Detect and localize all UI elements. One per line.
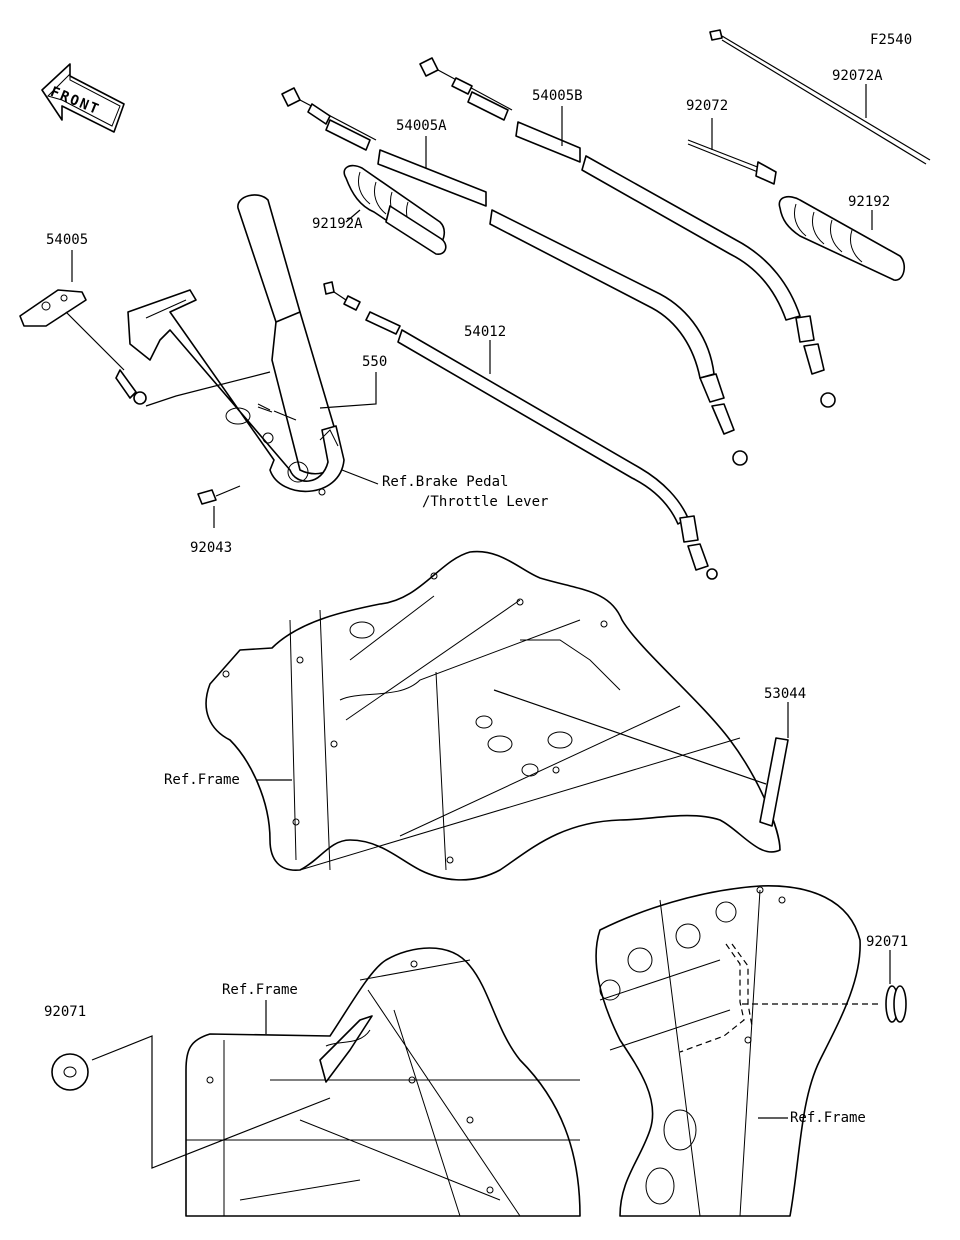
cable-54005b bbox=[419, 57, 836, 408]
tie-band-92072a bbox=[709, 29, 931, 165]
callout-92192: 92192 bbox=[848, 194, 891, 210]
callout-92192a: 92192A bbox=[312, 216, 363, 232]
grommet-92071-right bbox=[742, 985, 907, 1023]
ref-brake-pedal: Ref.Brake Pedal bbox=[382, 474, 509, 490]
leader-lines bbox=[71, 84, 891, 1119]
callout-54005: 54005 bbox=[46, 232, 89, 248]
tie-band-92072 bbox=[687, 139, 777, 185]
cable-54012 bbox=[323, 281, 718, 580]
ref-throttle-lever: /Throttle Lever bbox=[422, 494, 549, 510]
diagram-id: F2540 bbox=[870, 32, 913, 48]
grommet-92071-left bbox=[51, 1035, 331, 1169]
ref-frame-middle: Ref.Frame bbox=[164, 772, 240, 788]
cable-54005 bbox=[19, 289, 271, 407]
frame-bottom-right bbox=[595, 885, 861, 1217]
callout-92072a: 92072A bbox=[832, 68, 883, 84]
ref-frame-bottom-left: Ref.Frame bbox=[222, 982, 298, 998]
callout-54005a: 54005A bbox=[396, 118, 447, 134]
callout-92072: 92072 bbox=[686, 98, 729, 114]
boot-92192 bbox=[778, 195, 906, 281]
callout-53044: 53044 bbox=[764, 686, 807, 702]
frame-middle bbox=[205, 550, 781, 881]
wire-53044 bbox=[493, 689, 789, 827]
callout-92071-right: 92071 bbox=[866, 934, 909, 950]
callout-92043: 92043 bbox=[190, 540, 233, 556]
ref-frame-bottom-right: Ref.Frame bbox=[790, 1110, 866, 1126]
callout-550: 550 bbox=[362, 354, 388, 370]
front-arrow-icon bbox=[41, 63, 125, 133]
boot-92192a bbox=[343, 164, 447, 255]
brake-lever-assembly bbox=[127, 194, 345, 505]
callout-54012: 54012 bbox=[464, 324, 507, 340]
cable-54005a bbox=[281, 87, 748, 466]
callout-54005b: 54005B bbox=[532, 88, 583, 104]
callout-92071-left: 92071 bbox=[44, 1004, 87, 1020]
frame-bottom-left bbox=[185, 947, 581, 1217]
